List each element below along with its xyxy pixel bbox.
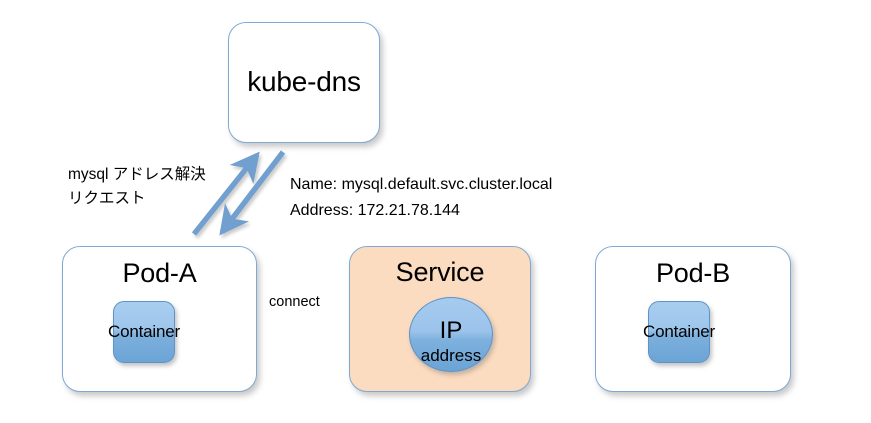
pod-b-label: Pod-B [655,258,731,288]
container-chip-pod-a[interactable]: Container [108,301,180,363]
node-pod-a[interactable]: Pod-A Container [62,246,257,392]
annotation-connect: connect [269,294,320,310]
node-pod-b[interactable]: Pod-B Container [595,246,791,392]
kube-dns-label: kube-dns [247,66,361,97]
arrow-kube-dns-to-pod-a [219,150,286,236]
ip-label-primary: IP [439,317,463,344]
container-chip-pod-b[interactable]: Container [643,301,715,363]
annotation-dns-response: Name: mysql.default.svc.cluster.local Ad… [290,176,553,219]
container-b-label: Container [643,322,715,341]
container-a-label: Container [108,322,180,341]
node-service[interactable]: Service IP address [349,246,531,392]
annotation-dns-request: mysql アドレス解決 リクエスト [68,166,206,207]
pod-a-label: Pod-A [122,258,197,288]
node-kube-dns[interactable]: kube-dns [228,22,380,143]
ip-label-secondary: address [420,346,482,365]
service-label: Service [395,257,485,287]
ip-address-ellipse[interactable]: IP address [409,297,493,372]
